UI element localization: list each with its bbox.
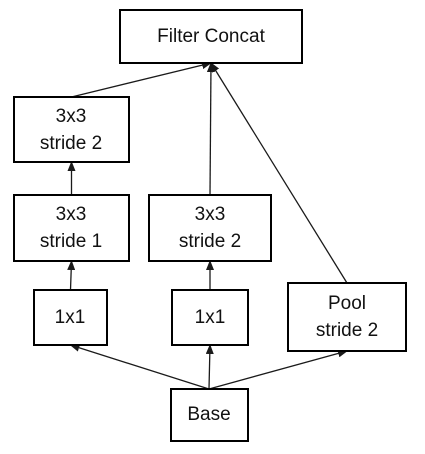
left-3x3-stride2-line2: stride 2 (40, 133, 102, 154)
middle-1x1-box: 1x1 (171, 289, 249, 346)
filter-concat-box: Filter Concat (119, 9, 303, 64)
left-3x3-stride1-line2: stride 1 (40, 231, 102, 252)
left-1x1-label: 1x1 (55, 307, 86, 328)
edge-left-bottom-to-left-mid (67, 260, 76, 291)
left-3x3-stride1-box: 3x3 stride 1 (13, 194, 130, 262)
middle-3x3-stride2-box: 3x3 stride 2 (148, 194, 272, 262)
edge-base-to-mid-bottom (205, 344, 214, 390)
left-1x1-box: 1x1 (33, 289, 108, 346)
middle-3x3-stride2-line2: stride 2 (179, 231, 241, 252)
base-label: Base (187, 404, 230, 425)
left-3x3-stride1-line1: 3x3 (56, 204, 87, 225)
middle-1x1-label: 1x1 (195, 307, 226, 328)
edge-base-to-pool (208, 349, 348, 390)
pool-stride2-box: Pool stride 2 (287, 282, 407, 352)
left-3x3-stride2-line1: 3x3 (56, 106, 87, 127)
pool-stride2-line1: Pool (328, 293, 366, 314)
edges-layer (67, 61, 348, 390)
filter-concat-label: Filter Concat (157, 26, 265, 47)
edge-left-top-to-filter-concat (71, 61, 212, 98)
base-box: Base (170, 388, 249, 442)
edge-base-to-left-bottom (69, 343, 210, 390)
edge-mid-top-to-filter-concat (206, 62, 215, 196)
pool-stride2-line2: stride 2 (316, 320, 378, 341)
middle-3x3-stride2-line1: 3x3 (195, 204, 226, 225)
left-3x3-stride2-box: 3x3 stride 2 (13, 96, 130, 163)
edge-pool-to-filter-concat (210, 62, 348, 284)
